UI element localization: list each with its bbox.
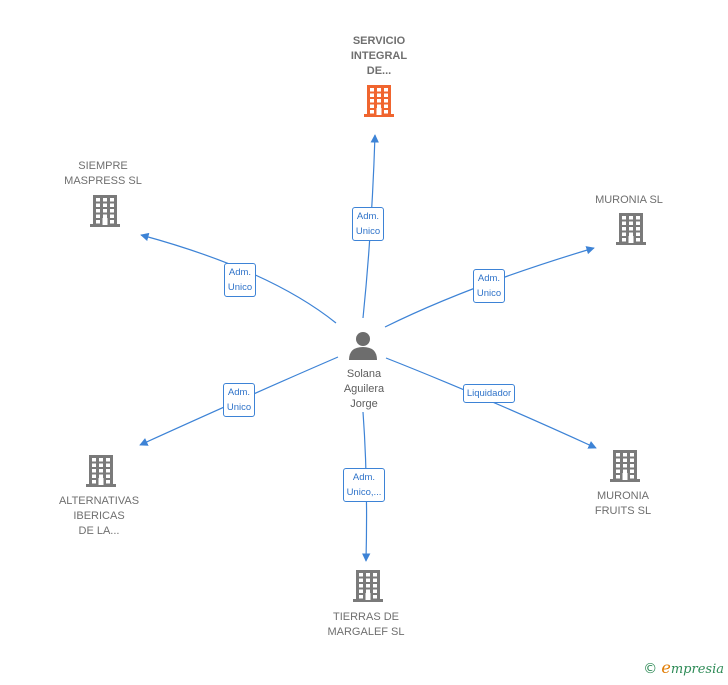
role-badge-muronia[interactable]: Adm. Unico [472, 269, 506, 303]
building-icon-muronia[interactable] [616, 213, 646, 245]
footer-brand: © empresia [643, 658, 724, 677]
building-icon-servicio[interactable] [364, 85, 394, 117]
center-person-label: Solana Aguilera Jorge [343, 368, 385, 410]
role-badge-servicio[interactable]: Adm. Unico [351, 207, 385, 241]
company-label-servicio[interactable]: SERVICIO INTEGRAL DE... [350, 35, 408, 77]
building-icon-tierras[interactable] [353, 570, 383, 602]
brand-name: mpresia [670, 662, 724, 677]
role-badge-alternativas[interactable]: Adm. Unico [222, 383, 256, 417]
company-label-siempre[interactable]: SIEMPRE MASPRESS SL [64, 160, 142, 187]
role-badge-tierras[interactable]: Adm. Unico,... [342, 468, 386, 502]
company-label-alternativas[interactable]: ALTERNATIVAS IBERICAS DE LA... [58, 495, 140, 537]
company-label-muronia-fruits[interactable]: MURONIA FRUITS SL [594, 490, 652, 517]
company-label-tierras[interactable]: TIERRAS DE MARGALEF SL [327, 611, 405, 638]
building-icon-alternativas[interactable] [86, 455, 116, 487]
building-icon-siempre[interactable] [90, 195, 120, 227]
role-badge-siempre[interactable]: Adm. Unico [223, 263, 257, 297]
person-icon[interactable] [349, 332, 377, 360]
company-label-muronia[interactable]: MURONIA SL [595, 194, 663, 206]
brand-initial: e [661, 658, 671, 677]
building-icon-muronia-fruits[interactable] [610, 450, 640, 482]
role-badge-muronia-fruits[interactable]: Liquidador [462, 383, 516, 403]
edge-line-muronia-fruits [385, 357, 597, 449]
copyright-symbol: © [643, 661, 658, 677]
